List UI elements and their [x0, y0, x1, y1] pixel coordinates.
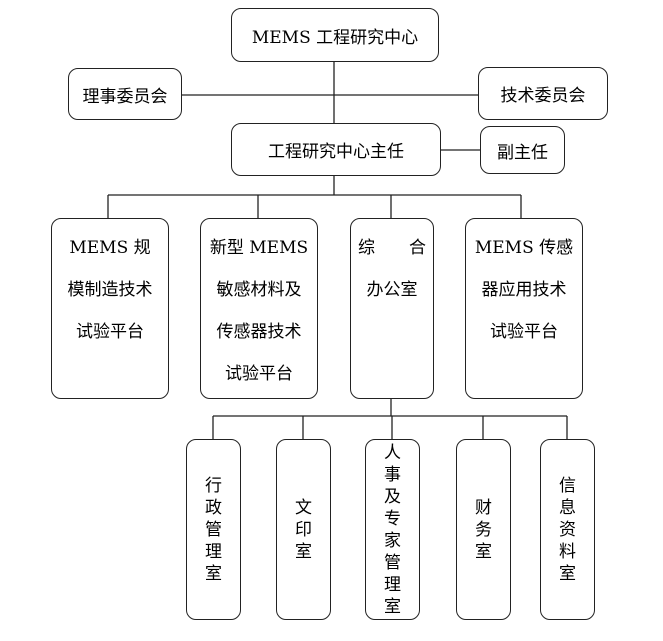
char: 信 — [559, 475, 576, 496]
char: 财 — [475, 497, 492, 518]
char: 理 — [384, 574, 401, 595]
line: 试验平台 — [76, 322, 144, 342]
line: 综 合 — [358, 238, 426, 258]
line: 敏感材料及 — [216, 280, 302, 300]
tech-committee-box: 技术委员会 — [478, 67, 608, 120]
char: 管 — [205, 519, 222, 540]
char: 资 — [559, 519, 576, 540]
char: 息 — [559, 497, 576, 518]
char: 室 — [205, 563, 222, 584]
director-label: 工程研究中心主任 — [268, 142, 404, 162]
char: 室 — [384, 596, 401, 617]
line: MEMS 规 — [69, 238, 151, 258]
char: 室 — [295, 541, 312, 562]
board-committee-label: 理事委员会 — [82, 86, 168, 107]
char: 室 — [559, 563, 576, 584]
char: 事 — [384, 464, 401, 485]
tech-committee-label: 技术委员会 — [500, 86, 586, 106]
char: 印 — [295, 519, 312, 540]
char: 人 — [384, 442, 401, 463]
char: 及 — [384, 486, 401, 507]
director-box: 工程研究中心主任 — [231, 123, 441, 176]
char: 行 — [205, 475, 222, 496]
line: 新型 MEMS — [209, 238, 309, 258]
char: 文 — [295, 497, 312, 518]
char: 务 — [475, 519, 492, 540]
char: 家 — [384, 530, 401, 551]
info-resources-office-box: 信 息 资 料 室 — [540, 439, 595, 620]
printing-office-box: 文 印 室 — [276, 439, 331, 620]
line: MEMS 传感 — [474, 238, 574, 258]
line: 办公室 — [366, 280, 418, 300]
center-label: MEMS 工程研究中心 — [251, 27, 419, 48]
finance-office-box: 财 务 室 — [456, 439, 511, 620]
sensor-application-platform-box: MEMS 传感 器应用技术 试验平台 — [465, 218, 583, 399]
line: 传感器技术 — [216, 322, 302, 342]
char: 室 — [475, 541, 492, 562]
line: 器应用技术 — [481, 280, 567, 300]
center-box: MEMS 工程研究中心 — [231, 8, 439, 62]
mems-manufacturing-platform-box: MEMS 规 模制造技术 试验平台 — [51, 218, 169, 399]
char: 管 — [384, 552, 401, 573]
hr-expert-office-box: 人 事 及 专 家 管 理 室 — [365, 439, 420, 620]
board-committee-box: 理事委员会 — [68, 68, 182, 120]
admin-office-box: 行 政 管 理 室 — [186, 439, 241, 620]
materials-sensor-platform-box: 新型 MEMS 敏感材料及 传感器技术 试验平台 — [200, 218, 318, 399]
line: 模制造技术 — [67, 280, 153, 300]
char: 专 — [384, 508, 401, 529]
char: 料 — [559, 541, 576, 562]
line: 试验平台 — [490, 322, 558, 342]
deputy-box: 副主任 — [480, 126, 565, 174]
line: 试验平台 — [225, 364, 293, 384]
deputy-label: 副主任 — [497, 142, 548, 163]
general-office-box: 综 合 办公室 — [350, 218, 434, 399]
char: 理 — [205, 541, 222, 562]
char: 政 — [205, 497, 222, 518]
